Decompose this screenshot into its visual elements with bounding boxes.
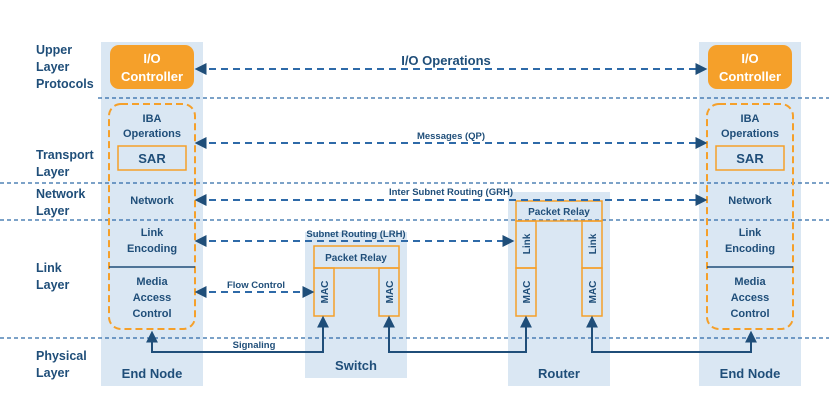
right-mac-line1: Media (734, 276, 766, 288)
router-label: Router (538, 366, 580, 381)
messages-label: Messages (QP) (417, 131, 485, 142)
router-mac-right-label: MAC (588, 281, 599, 304)
signaling-path-router-endnode (586, 315, 757, 353)
left-end-node-label: End Node (122, 366, 183, 381)
io-operations-label: I/O Operations (401, 53, 491, 68)
switch-packet-relay-label: Packet Relay (325, 253, 387, 264)
left-io-controller-line1: I/O (143, 51, 160, 66)
router-mac-left-label: MAC (522, 281, 533, 304)
signaling-path-endnode-switch (146, 315, 329, 353)
right-iba-operations-line1: IBA (741, 113, 760, 125)
left-sar-label: SAR (138, 151, 166, 166)
switch-mac-left-label: MAC (320, 281, 331, 304)
left-io-controller (110, 45, 194, 89)
right-network-label: Network (728, 195, 772, 207)
left-link-encoding-line1: Link (141, 227, 164, 239)
right-iba-operations-line2: Operations (721, 128, 779, 140)
signaling-path-switch-router (383, 315, 532, 353)
right-link-encoding-line2: Encoding (725, 243, 775, 255)
subnet-routing-label: Subnet Routing (LRH) (306, 229, 405, 240)
left-link-encoding-line2: Encoding (127, 243, 177, 255)
router-link-left-label: Link (522, 233, 533, 254)
right-mac-line2: Access (731, 292, 770, 304)
router-packet-relay-label: Packet Relay (528, 207, 590, 218)
right-io-controller (708, 45, 792, 89)
left-mac-line1: Media (136, 276, 168, 288)
left-iba-operations-line1: IBA (143, 113, 162, 125)
right-sar-box (715, 145, 785, 171)
right-io-controller-line1: I/O (741, 51, 758, 66)
left-sar-box (117, 145, 187, 171)
switch-mac-right-label: MAC (385, 281, 396, 304)
switch-panel (305, 232, 407, 378)
right-sar-label: SAR (736, 151, 764, 166)
right-io-controller-line2: Controller (719, 69, 781, 84)
flow-control-label: Flow Control (227, 280, 285, 291)
router-link-right-label: Link (588, 233, 599, 254)
left-mac-line2: Access (133, 292, 172, 304)
left-iba-operations-line2: Operations (123, 128, 181, 140)
left-network-label: Network (130, 195, 174, 207)
left-io-controller-line2: Controller (121, 69, 183, 84)
right-link-encoding-line1: Link (739, 227, 762, 239)
right-end-node-label: End Node (720, 366, 781, 381)
inter-subnet-routing-label: Inter Subnet Routing (GRH) (389, 187, 513, 198)
left-mac-line3: Control (132, 308, 171, 320)
signaling-label: Signaling (233, 340, 276, 351)
right-mac-line3: Control (730, 308, 769, 320)
switch-label: Switch (335, 358, 377, 373)
router-panel (508, 192, 610, 386)
